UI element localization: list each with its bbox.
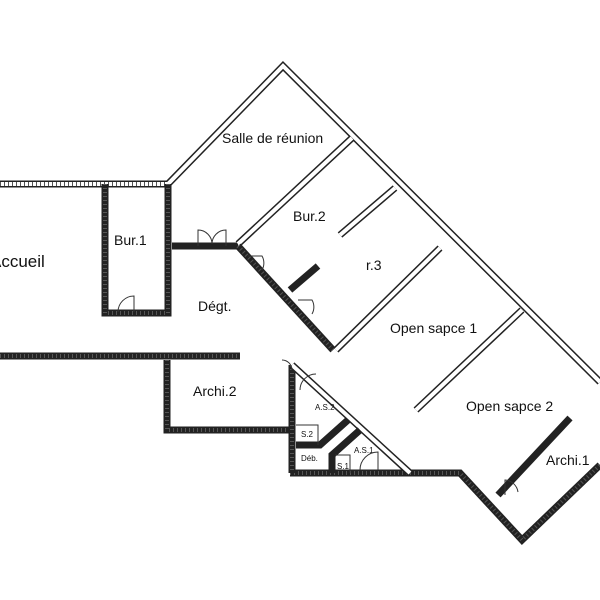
door-degt-right — [211, 229, 227, 246]
door-bur1 — [117, 295, 135, 313]
room-label-deb: Déb. — [301, 454, 318, 463]
room-label-as2: A.S.2 — [315, 403, 335, 412]
room-label-accueil: Accueil — [0, 252, 45, 271]
room-label-archi1: Archi.1 — [546, 452, 590, 468]
door-bur2 — [248, 255, 265, 271]
door-archi2 — [281, 359, 293, 371]
room-label-open-space-2: Open sapce 2 — [466, 398, 554, 414]
room-label-archi2: Archi.2 — [193, 383, 237, 399]
doors — [117, 229, 519, 495]
room-label-s1: S.1 — [337, 462, 350, 471]
room-label-bur2: Bur.2 — [293, 208, 326, 224]
room-label-as1: A.S.1 — [354, 446, 374, 455]
door-as2 — [299, 373, 317, 391]
room-label-degt: Dégt. — [198, 298, 232, 314]
room-label-salle-reunion: Salle de réunion — [222, 130, 324, 146]
door-archi1 — [504, 479, 519, 495]
door-as1 — [359, 451, 379, 471]
walls — [0, 61, 600, 545]
room-label-bur3: r.3 — [366, 257, 382, 273]
room-label-bur1: Bur.1 — [114, 232, 147, 248]
room-label-open-space-1: Open sapce 1 — [390, 320, 478, 336]
room-label-s2: S.2 — [301, 430, 314, 439]
door-bur3 — [298, 299, 315, 315]
